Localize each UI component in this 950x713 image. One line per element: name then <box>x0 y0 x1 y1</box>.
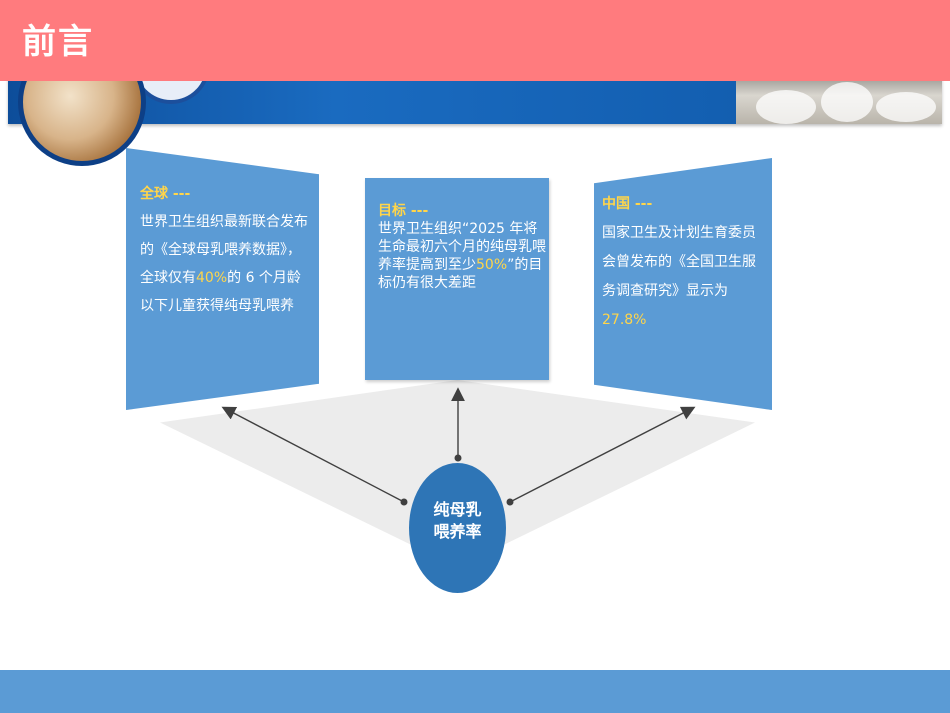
arrow-right-dot <box>506 498 514 506</box>
panel-global-value: 40% <box>196 270 228 286</box>
arrow-left <box>221 406 405 503</box>
panel-target-text-post: ”的目标仍有很大差距 <box>378 257 543 291</box>
arrow-right <box>509 406 696 503</box>
panel-global: 全球 --- 世界卫生组织最新联合发布的《全球母乳喂养数据》，全球仅有40%的 … <box>126 148 319 410</box>
panel-china-value: 27.8% <box>602 312 647 328</box>
arrow-mid-dot <box>454 454 462 462</box>
center-line-1: 纯母乳 <box>433 500 482 519</box>
page-title: 前言 <box>22 22 94 62</box>
panel-china-text: 国家卫生及计划生育委员会曾发布的《全国卫生服务调查研究》显示为 <box>602 225 756 299</box>
panel-target-label: 目标 --- <box>378 203 429 219</box>
center-node: 纯母乳 喂养率 <box>409 463 506 593</box>
panel-target-value: 50% <box>476 257 508 273</box>
footer-bar <box>0 670 950 713</box>
panel-china-label: 中国 --- <box>602 196 653 212</box>
panel-global-text: 世界卫生组织最新联合发布的《全球母乳喂养数据》，全球仅有 <box>140 214 308 286</box>
center-line-2: 喂养率 <box>433 522 482 541</box>
panel-target: 目标 --- 世界卫生组织“2025 年将生命最初六个月的纯母乳喂养率提高到至少… <box>365 178 549 380</box>
panel-china: 中国 --- 国家卫生及计划生育委员会曾发布的《全国卫生服务调查研究》显示为 2… <box>594 158 772 410</box>
title-bar: 前言 <box>0 0 950 81</box>
arrow-left-dot <box>400 498 408 506</box>
panel-global-label: 全球 --- <box>140 186 191 202</box>
panel-target-text: 世界卫生组织“2025 年将生命最初六个月的纯母乳喂养率提高到至少 <box>378 221 546 273</box>
panel-global-text-post: 的 6 个月龄以下儿童获得纯母乳喂养 <box>140 270 301 314</box>
